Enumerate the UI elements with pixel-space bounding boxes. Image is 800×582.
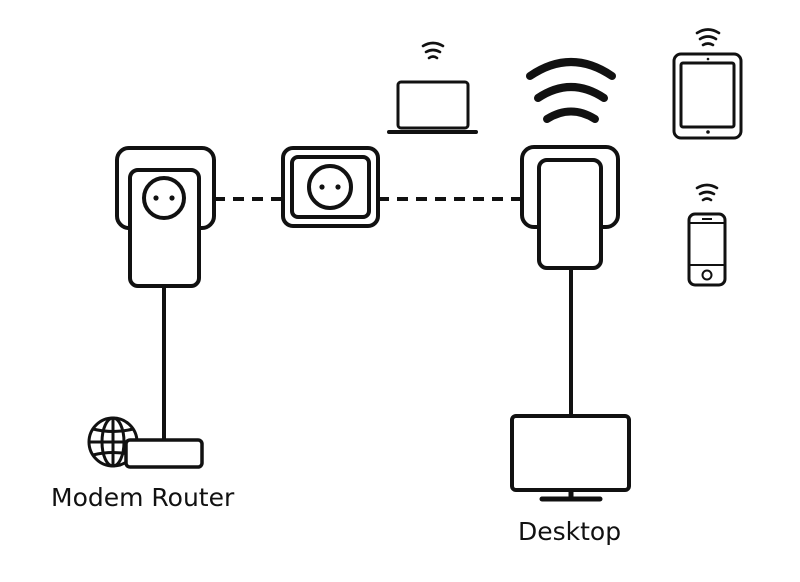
modem-router-label: Modem Router	[51, 483, 235, 512]
wifi-arc-outer	[526, 58, 616, 80]
tablet-screen	[679, 61, 736, 129]
tablet-icon	[672, 52, 743, 140]
wifi-signal-icon	[695, 28, 721, 47]
powerline-adapter-left	[115, 146, 216, 288]
modem-router-device	[87, 416, 204, 469]
powerline-adapter-right	[520, 145, 620, 270]
wall-socket-middle	[281, 146, 380, 228]
outlet-pin	[335, 184, 341, 190]
modem-router-icon	[124, 438, 204, 469]
powerline-adapter-icon	[128, 168, 201, 288]
wifi-arc-inner	[543, 107, 599, 123]
outlet-face	[307, 164, 353, 210]
outlet-face	[142, 176, 186, 220]
laptop-icon	[396, 80, 470, 130]
desktop-device	[510, 414, 631, 502]
laptop-device	[387, 41, 478, 134]
wifi-arc-middle	[534, 83, 608, 102]
wifi-powerline-adapter-icon	[537, 158, 603, 270]
wifi-signal-icon	[695, 183, 719, 202]
socket-inner-frame	[290, 155, 371, 219]
tablet-device	[672, 28, 743, 140]
desktop-label: Desktop	[518, 517, 621, 546]
wifi-signal-icon	[526, 58, 616, 123]
monitor-icon	[510, 414, 631, 492]
outlet-pin	[169, 195, 175, 201]
wifi-signal-icon	[421, 41, 445, 60]
outlet-pin	[319, 184, 325, 190]
smartphone-icon	[687, 212, 727, 287]
wall-socket-icon	[281, 146, 380, 228]
outlet-pin	[153, 195, 159, 201]
smartphone-device	[687, 183, 727, 287]
